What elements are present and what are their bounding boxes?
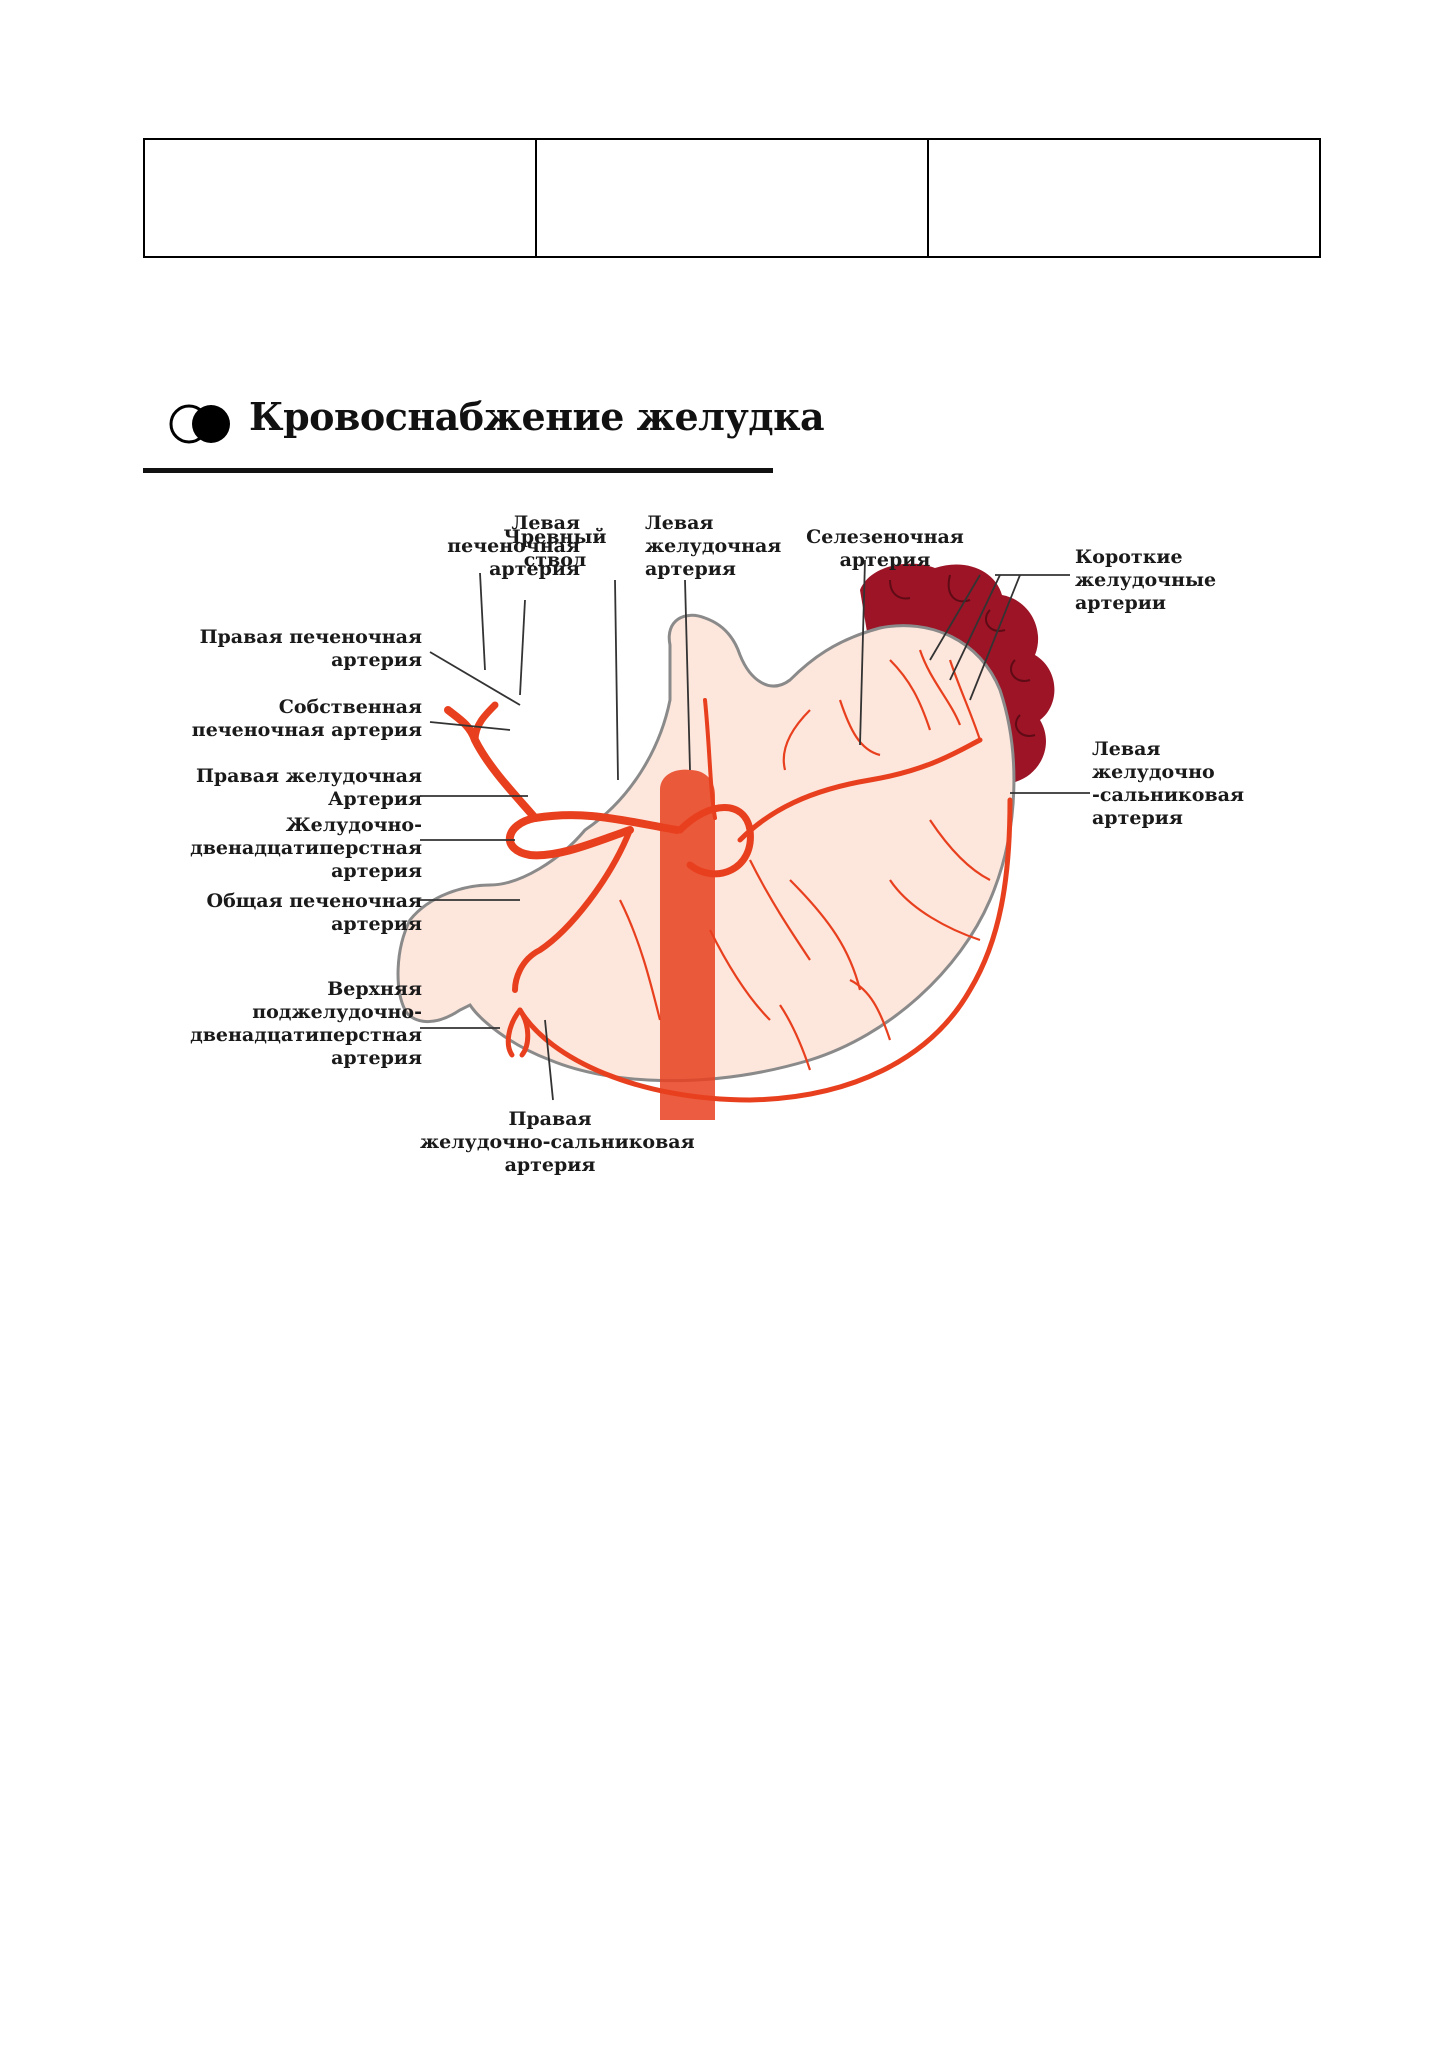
double-circle-icon [169, 404, 230, 444]
header-table-cell [535, 138, 929, 258]
section-title: Кровоснабжение желудка [249, 394, 825, 439]
diagram-illustration [396, 559, 1090, 1120]
header-table-cell [927, 138, 1321, 258]
header-rule [143, 468, 773, 473]
aorta-shape [660, 769, 715, 1120]
header-table [143, 138, 1321, 258]
section-header: Кровоснабжение желудка [143, 388, 825, 476]
header-table-cell [143, 138, 537, 258]
